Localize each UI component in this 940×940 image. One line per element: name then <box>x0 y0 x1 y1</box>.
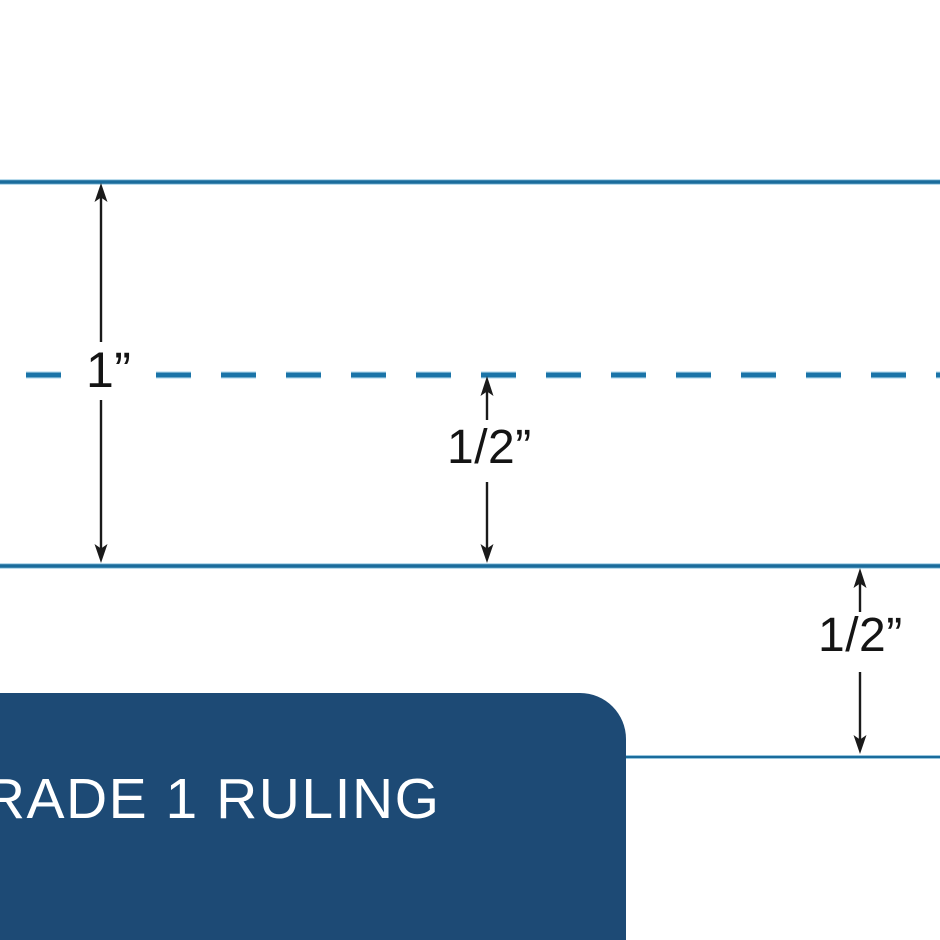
grade-ruling-banner: GRADE 1 RULING <box>0 693 626 940</box>
half-inch-middle-dimension-label: 1/2” <box>447 421 532 474</box>
half-inch-middle-dimension-arrow <box>480 376 494 563</box>
banner-title: GRADE 1 RULING <box>0 767 441 831</box>
half-inch-right-dimension-label: 1/2” <box>818 609 903 662</box>
one-inch-dimension-arrow <box>94 183 108 563</box>
one-inch-dimension-label: 1” <box>86 342 132 398</box>
half-inch-right-dimension-arrow <box>853 568 867 754</box>
midline-dashed-rule <box>26 366 940 385</box>
